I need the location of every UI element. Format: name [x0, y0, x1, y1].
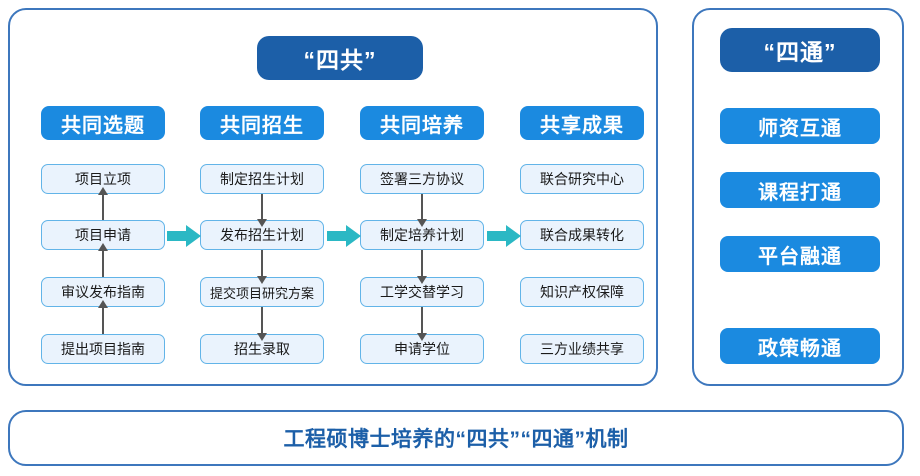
connector-arrow-down-icon-1-1 [257, 250, 267, 284]
stage-arrow-right-icon-3 [487, 225, 521, 247]
connector-arrow-up-icon-0-1 [98, 243, 108, 277]
sitong-item-zhengceChangtong[interactable]: 政策畅通 [720, 328, 880, 364]
bottom-banner: 工程硕博士培养的“四共”“四通”机制 [8, 410, 904, 466]
column-gongtongpeiyang: 共同培养 签署三方协议 制定培养计划 工学交替学习 申请学位 [360, 106, 484, 364]
column-header-2: 共同培养 [360, 106, 484, 140]
bottom-banner-text: 工程硕博士培养的“四共”“四通”机制 [283, 428, 629, 451]
column-header-0: 共同选题 [41, 106, 165, 140]
connector-arrow-down-icon-1-0 [257, 194, 267, 227]
sitong-item-shiziHutong[interactable]: 师资互通 [720, 108, 880, 144]
node-1-1[interactable]: 发布招生计划 [200, 220, 324, 250]
sigong-panel: “四共” 共同选题 项目立项 项目申请 审议发布指南 提出项目指南 共同招生 制… [8, 8, 658, 386]
sitong-title: “四通” [720, 28, 880, 72]
node-0-3[interactable]: 提出项目指南 [41, 334, 165, 364]
connector-arrow-up-icon-0-0 [98, 187, 108, 220]
column-header-1: 共同招生 [200, 106, 324, 140]
column-gongxiangchengguo: 共享成果 联合研究中心 联合成果转化 知识产权保障 三方业绩共享 [520, 106, 644, 364]
sitong-panel: “四通” 师资互通 课程打通 平台融通 政策畅通 [692, 8, 904, 386]
connector-arrow-down-icon-1-2 [257, 307, 267, 341]
node-3-0[interactable]: 联合研究中心 [520, 164, 644, 194]
sitong-item-pingtaiRongtong[interactable]: 平台融通 [720, 236, 880, 272]
node-3-1[interactable]: 联合成果转化 [520, 220, 644, 250]
column-gongtongzhaosheng: 共同招生 制定招生计划 发布招生计划 提交项目研究方案 招生录取 [200, 106, 324, 364]
sigong-title: “四共” [257, 36, 423, 80]
node-3-2[interactable]: 知识产权保障 [520, 277, 644, 307]
node-3-3[interactable]: 三方业绩共享 [520, 334, 644, 364]
column-gongtongxuanti: 共同选题 项目立项 项目申请 审议发布指南 提出项目指南 [41, 106, 165, 364]
connector-arrow-down-icon-2-1 [417, 250, 427, 284]
connector-arrow-down-icon-2-0 [417, 194, 427, 227]
stage-arrow-right-icon-2 [327, 225, 361, 247]
connector-arrow-down-icon-2-2 [417, 307, 427, 341]
connector-arrow-up-icon-0-2 [98, 300, 108, 334]
node-2-0[interactable]: 签署三方协议 [360, 164, 484, 194]
sitong-item-kechengDatong[interactable]: 课程打通 [720, 172, 880, 208]
column-header-3: 共享成果 [520, 106, 644, 140]
stage-arrow-right-icon-1 [167, 225, 201, 247]
node-1-0[interactable]: 制定招生计划 [200, 164, 324, 194]
